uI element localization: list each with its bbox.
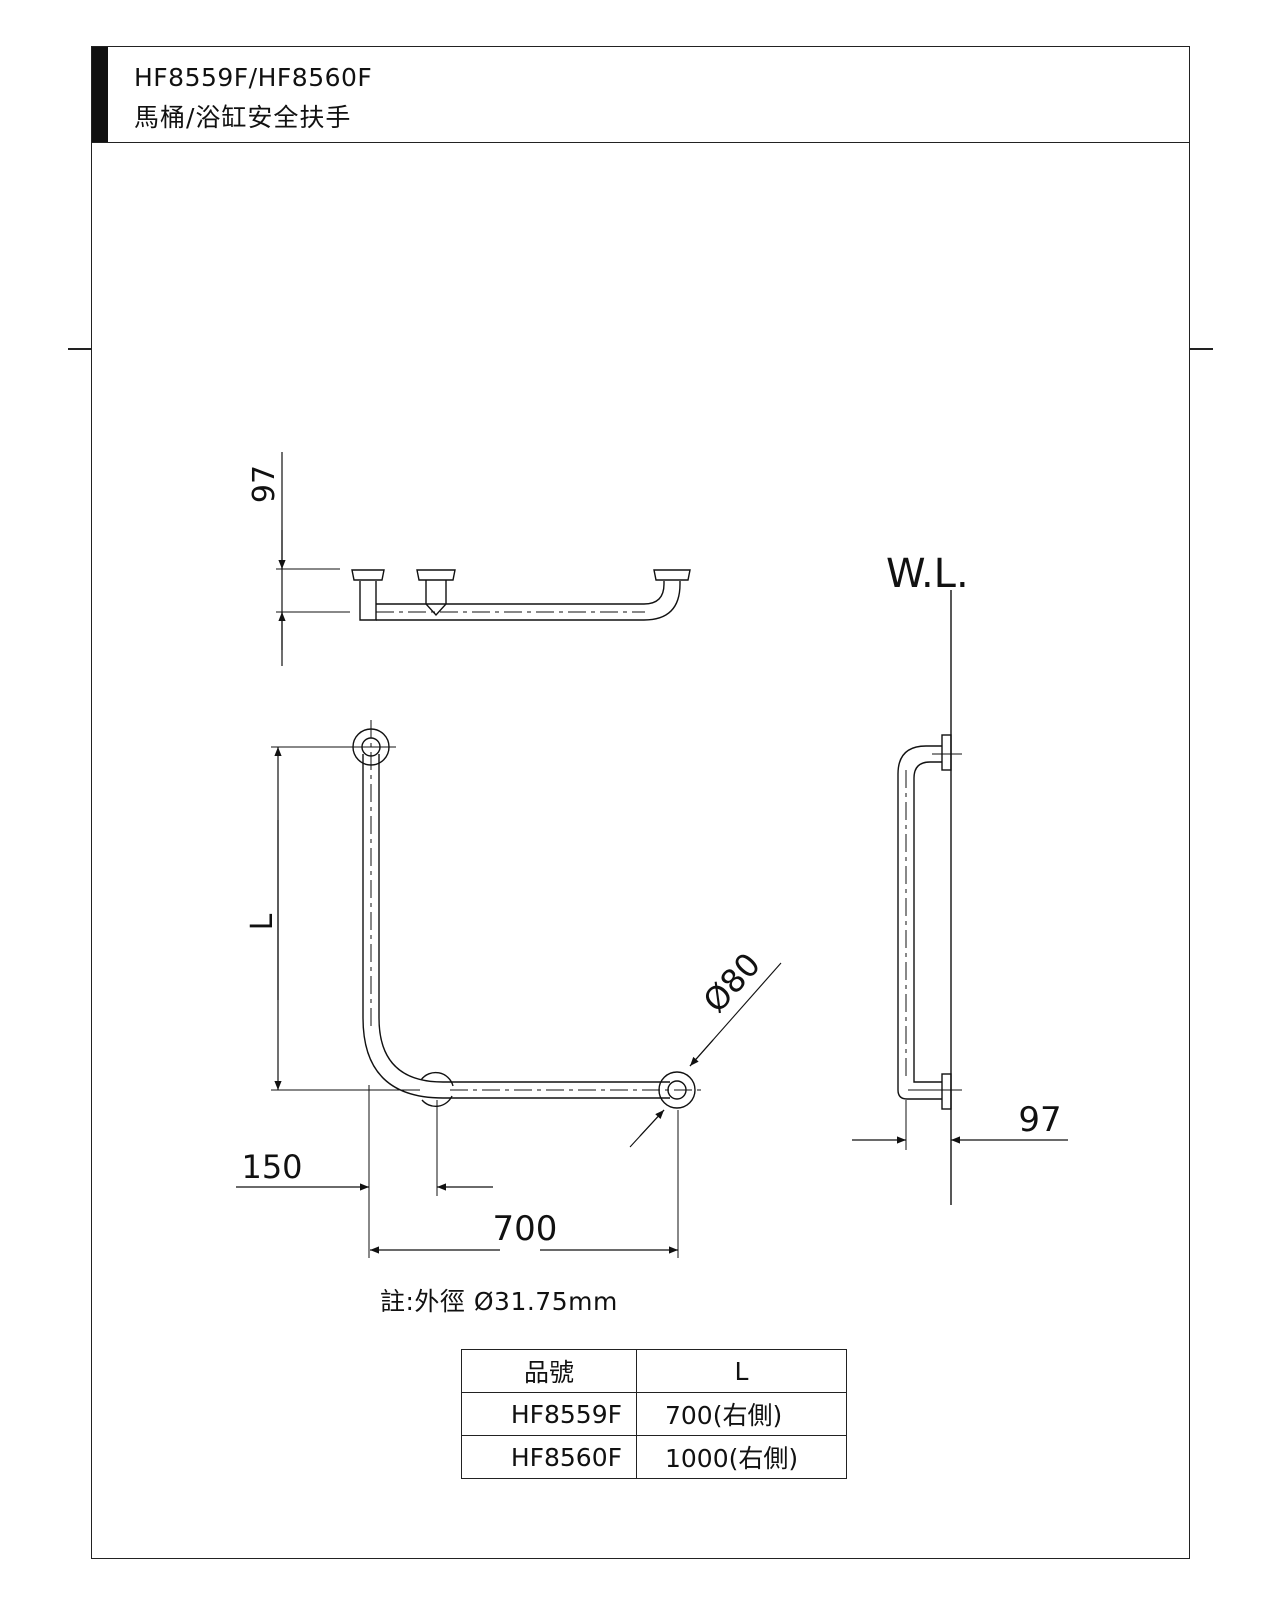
top-view-flange-mid bbox=[416, 569, 456, 581]
dim-97-top-label: 97 bbox=[247, 465, 282, 503]
table-row: HF8560F 1000(右側) bbox=[461, 1435, 847, 1479]
side-flange-top bbox=[941, 734, 952, 771]
cell-model: HF8559F bbox=[461, 1392, 637, 1436]
dim-L-label: L bbox=[245, 913, 280, 930]
top-view-bar-lower bbox=[376, 581, 681, 621]
dim-700-label: 700 bbox=[493, 1209, 558, 1249]
side-tube-inner bbox=[913, 761, 942, 1083]
top-view-left-end bbox=[359, 581, 377, 621]
top-view-flange-left bbox=[351, 569, 385, 581]
side-view bbox=[852, 590, 1068, 1205]
top-view-mid-post bbox=[425, 580, 447, 617]
model-subtitle: 馬桶/浴缸安全扶手 bbox=[134, 103, 352, 132]
dim-diameter-label: Ø80 bbox=[696, 945, 768, 1019]
right-margin-tick bbox=[1190, 348, 1213, 350]
water-line-label: W.L. bbox=[886, 551, 969, 597]
side-flange-bottom bbox=[941, 1073, 952, 1110]
title-block-bar bbox=[92, 47, 108, 142]
spec-table-header: 品號 L bbox=[461, 1349, 847, 1393]
left-margin-tick bbox=[68, 348, 91, 350]
cell-length: 700(右側) bbox=[636, 1392, 847, 1436]
front-tube-inner bbox=[378, 754, 670, 1083]
outer-diameter-note: 註:外徑 Ø31.75mm bbox=[380, 1287, 618, 1316]
front-flange-mid-bottom bbox=[421, 1095, 453, 1108]
side-tube-outer bbox=[897, 745, 942, 1100]
cell-length: 1000(右側) bbox=[636, 1435, 847, 1479]
table-row: HF8559F 700(右側) bbox=[461, 1392, 847, 1436]
front-view bbox=[236, 720, 782, 1258]
front-flange-mid-top bbox=[420, 1071, 454, 1087]
dim-dia-arrow-bottom bbox=[639, 1109, 665, 1137]
dim-150-label: 150 bbox=[241, 1148, 302, 1186]
top-view-bar-upper bbox=[376, 581, 665, 605]
dim-dia-arrow-top bbox=[689, 1039, 714, 1067]
title-block: HF8559F/HF8560F 馬桶/浴缸安全扶手 bbox=[92, 47, 1189, 143]
spec-table: 品號 L HF8559F 700(右側) HF8560F 1000(右側) bbox=[461, 1349, 847, 1479]
cell-model: HF8560F bbox=[461, 1435, 637, 1479]
dim-97-side-label: 97 bbox=[1018, 1100, 1061, 1140]
drawing-sheet: HF8559F/HF8560F 馬桶/浴缸安全扶手 bbox=[91, 46, 1190, 1559]
top-view-flange-right bbox=[653, 569, 691, 581]
model-title: HF8559F/HF8560F bbox=[134, 63, 373, 92]
front-tube-outer bbox=[362, 754, 670, 1099]
header-length: L bbox=[636, 1349, 847, 1393]
header-model: 品號 bbox=[461, 1349, 637, 1393]
top-view bbox=[276, 452, 691, 666]
